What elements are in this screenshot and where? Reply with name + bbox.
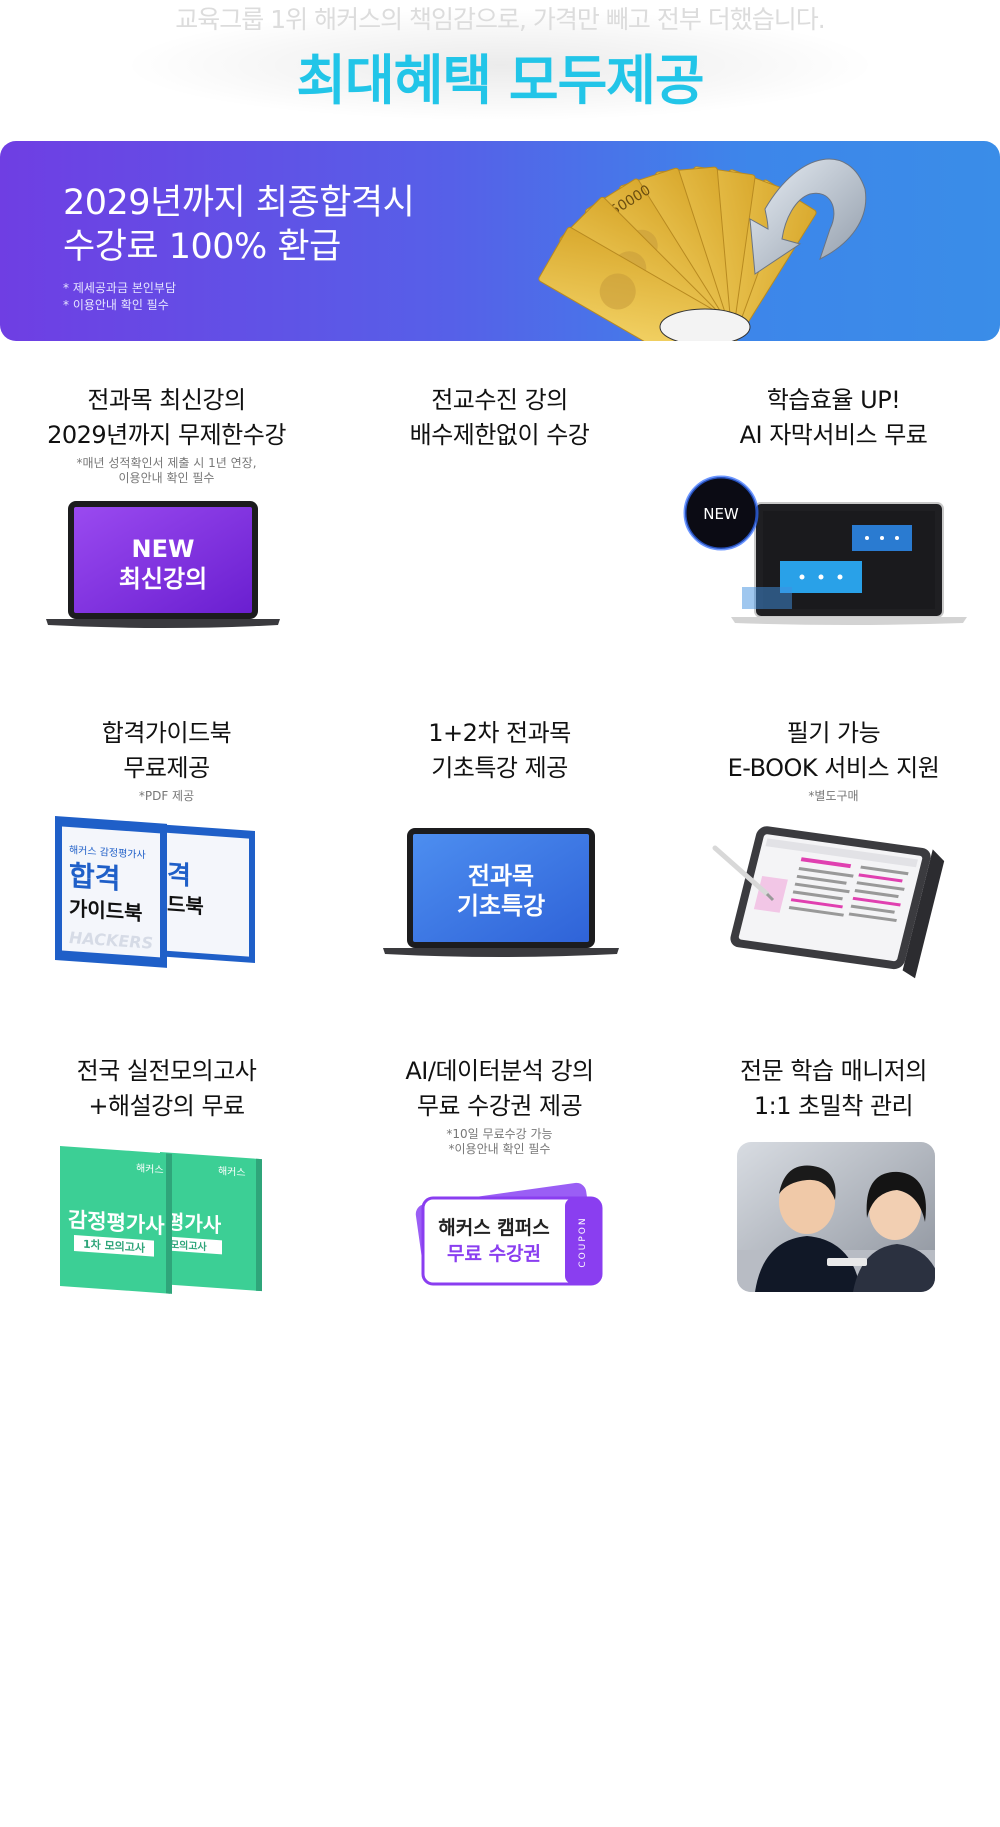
benefit-title: 전문 학습 매니저의 xyxy=(740,1057,927,1085)
book-brand: 해커스 xyxy=(136,1161,164,1176)
header-title: 최대혜택 모두제공 xyxy=(296,49,704,112)
banner-note: * 제세공과금 본인부담 xyxy=(63,281,176,295)
benefit-note: *이용안내 확인 필수 xyxy=(448,1142,551,1156)
promo-header: 교육그룹 1위 해커스의 책임감으로, 가격만 빼고 전부 더했습니다. 최대혜… xyxy=(0,0,1000,140)
header-subtitle: 교육그룹 1위 해커스의 책임감으로, 가격만 빼고 전부 더했습니다. xyxy=(175,5,825,34)
banner-title-line2: 수강료 100% 환급 xyxy=(63,227,341,267)
benefit-note: *매년 성적확인서 제출 시 1년 연장, xyxy=(76,456,257,470)
benefit-title: 무료 수강권 제공 xyxy=(416,1092,583,1120)
refund-banner: 2029년까지 최종합격시 수강료 100% 환급 * 제세공과금 본인부담 *… xyxy=(0,141,1000,341)
benefit-mock-exam: 전국 실전모의고사 +해설강의 무료 해커스 평가사 모의고사 해커스 감정평가… xyxy=(0,1054,333,1294)
coupon-icon: COUPON 해커스 캠퍼스 무료 수강권 xyxy=(415,1182,603,1286)
banner-title: 2029년까지 최종합격시 수강료 100% 환급 xyxy=(63,181,415,269)
benefit-ai-data-course: AI/데이터분석 강의 무료 수강권 제공 *10일 무료수강 가능 *이용안내… xyxy=(333,1054,666,1286)
benefit-basic-lectures: 1+2차 전과목 기초특강 제공 전과목 기초특강 xyxy=(333,716,666,957)
benefit-title: 전국 실전모의고사 xyxy=(76,1057,257,1085)
svg-text:해커스: 해커스 xyxy=(218,1164,246,1179)
header-glow xyxy=(130,10,870,120)
benefit-ebook: 필기 가능 E-BOOK 서비스 지원 *별도구매 xyxy=(667,716,1000,979)
benefit-title: 1+2차 전과목 xyxy=(428,719,571,747)
banner-note: * 이용안내 확인 필수 xyxy=(63,298,169,312)
benefit-guidebook: 합격가이드북 무료제공 *PDF 제공 격 드북 해커스 감정평가사 합격 가이… xyxy=(0,716,333,968)
coupon-text: 무료 수강권 xyxy=(447,1243,541,1265)
book-subtitle: 1차 모의고사 xyxy=(83,1237,146,1255)
benefit-title: 무료제공 xyxy=(123,754,210,782)
svg-text:격: 격 xyxy=(167,860,191,892)
benefit-note: *PDF 제공 xyxy=(138,789,195,803)
laptop-screen-text: 기초특강 xyxy=(457,892,545,920)
benefit-title: +해설강의 무료 xyxy=(88,1092,245,1120)
benefit-latest-lectures: 전과목 최신강의 2029년까지 무제한수강 *매년 성적확인서 제출 시 1년… xyxy=(0,383,333,628)
svg-text:드북: 드북 xyxy=(167,892,204,919)
benefit-title: E-BOOK 서비스 지원 xyxy=(727,754,940,782)
tablet-icon xyxy=(712,826,945,979)
photo-icon xyxy=(737,1142,935,1292)
benefit-title: 1:1 초밀착 관리 xyxy=(753,1092,914,1120)
laptop-screen-text: 전과목 xyxy=(468,862,534,890)
coupon-title: 해커스 캠퍼스 xyxy=(438,1217,550,1239)
benefit-note: *별도구매 xyxy=(808,789,859,803)
laptop-screen-text: 최신강의 xyxy=(119,565,207,593)
coupon-label: COUPON xyxy=(578,1216,588,1267)
money-bills-icon: 50000 xyxy=(538,158,867,341)
return-arrow-icon xyxy=(749,158,867,275)
banner-notes: * 제세공과금 본인부담 * 이용안내 확인 필수 xyxy=(63,280,176,314)
new-badge: NEW xyxy=(703,505,739,523)
book-title: 합격 xyxy=(69,859,120,896)
benefit-title: 합격가이드북 xyxy=(101,719,232,747)
laptop-screen-text: NEW xyxy=(132,535,195,563)
benefit-ai-subtitle: 학습효율 UP! AI 자막서비스 무료 NEW xyxy=(667,383,1000,625)
book-icon: 해커스 평가사 모의고사 해커스 감정평가사 1차 모의고사 xyxy=(60,1146,262,1294)
benefit-title: 배수제한없이 수강 xyxy=(409,421,590,449)
benefit-learning-manager: 전문 학습 매니저의 1:1 초밀착 관리 xyxy=(667,1054,1000,1292)
benefit-all-professors: 전교수진 강의 배수제한없이 수강 xyxy=(333,383,666,453)
benefit-title: 필기 가능 xyxy=(786,719,881,747)
laptop-icon: NEW xyxy=(683,475,967,625)
banner-title-line1: 2029년까지 최종합격시 xyxy=(63,183,415,223)
benefit-title: AI/데이터분석 강의 xyxy=(405,1057,594,1085)
laptop-icon: NEW 최신강의 xyxy=(46,501,280,628)
book-title: 가이드북 xyxy=(69,896,143,925)
benefit-note: *10일 무료수강 가능 xyxy=(446,1127,553,1141)
book-icon: 격 드북 해커스 감정평가사 합격 가이드북 HACKERS xyxy=(55,816,255,968)
benefit-title: 전과목 최신강의 xyxy=(87,386,246,414)
benefit-title: 학습효율 UP! xyxy=(766,386,901,414)
benefit-title: 기초특강 제공 xyxy=(431,754,568,782)
benefit-title: 전교수진 강의 xyxy=(431,386,568,414)
svg-text:평가사: 평가사 xyxy=(166,1209,222,1237)
laptop-icon: 전과목 기초특강 xyxy=(383,828,619,957)
benefit-title: AI 자막서비스 무료 xyxy=(739,421,928,449)
benefit-note: 이용안내 확인 필수 xyxy=(118,471,215,485)
svg-text:모의고사: 모의고사 xyxy=(170,1238,208,1254)
benefit-title: 2029년까지 무제한수강 xyxy=(47,421,286,449)
